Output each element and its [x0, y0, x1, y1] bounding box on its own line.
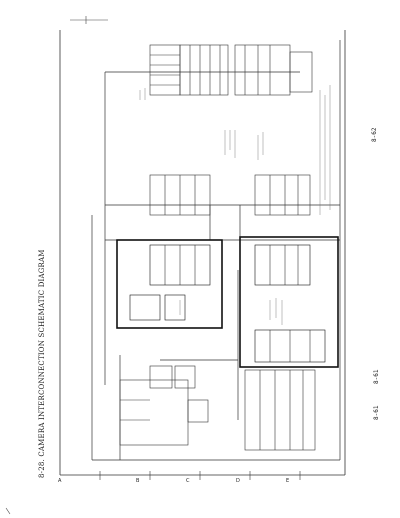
block-top-right: [234, 44, 313, 96]
page-number-bottom: 8-61: [373, 369, 380, 384]
frame: [59, 30, 346, 476]
diagram-title: 8-28. CAMERA INTERCONNECTION SCHEMATIC D…: [38, 249, 46, 478]
crop-marks: [5, 16, 108, 515]
zone-label-c: C: [186, 478, 190, 484]
zone-ticks: [99, 471, 301, 480]
pin-label-strokes: [139, 85, 331, 325]
block-top-mid: [179, 44, 229, 96]
zone-label-e: E: [286, 478, 290, 484]
block-mid-row: [149, 174, 311, 216]
block-bottom-left: [119, 365, 209, 446]
zone-label-b: B: [136, 478, 140, 484]
board-right: [239, 236, 339, 368]
zone-label-d: D: [236, 478, 240, 484]
board-left: [116, 239, 223, 329]
page-number-bottom-2: 8-61: [373, 405, 380, 420]
block-bottom-right: [244, 369, 316, 451]
zone-label-a: A: [58, 478, 62, 484]
page-number-top: 8-62: [371, 127, 378, 142]
